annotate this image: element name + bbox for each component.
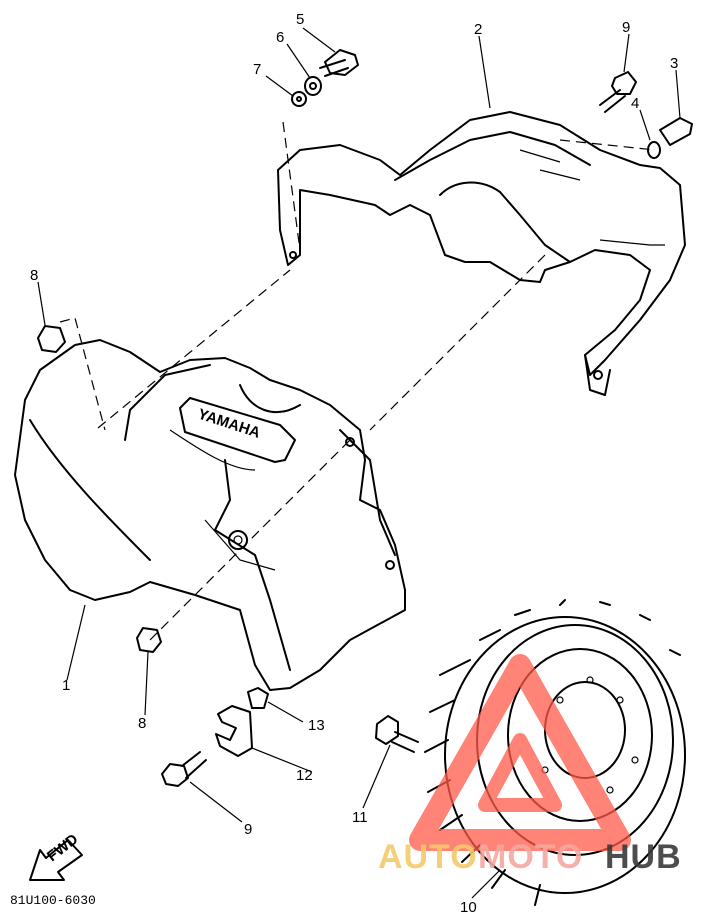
- washer-part-4: [647, 141, 661, 159]
- watermark-logo: [409, 654, 631, 851]
- bolt-part-5: [319, 49, 359, 77]
- callout-8-lower: 8: [138, 715, 146, 732]
- bolt-part-11: [375, 715, 419, 753]
- collar-part-13: [247, 687, 269, 709]
- callout-12: 12: [296, 767, 313, 784]
- callout-10: 10: [460, 899, 477, 916]
- washer-part-6: [304, 76, 322, 96]
- callout-2: 2: [474, 21, 482, 38]
- fwd-arrow: FWD: [29, 831, 83, 881]
- callout-13: 13: [308, 717, 325, 734]
- nut-part-8-left: [37, 325, 66, 353]
- bolt-part-3: [659, 117, 693, 146]
- callout-1: 1: [62, 677, 70, 694]
- bolt-part-9-top: [599, 71, 637, 113]
- assembly-lines: [59, 121, 656, 641]
- callout-9-top: 9: [622, 19, 630, 36]
- watermark-text: AUTO MOTO HUB: [378, 838, 682, 876]
- clip-part-12: [215, 705, 253, 757]
- main-shroud-part-1: YAMAHA: [14, 339, 406, 691]
- callout-7: 7: [253, 61, 261, 78]
- nut-part-8-lower: [136, 627, 162, 653]
- bolt-part-9-bottom: [161, 751, 207, 787]
- callout-11: 11: [352, 809, 368, 826]
- washer-part-7: [291, 91, 307, 107]
- callout-9-bottom: 9: [244, 821, 252, 838]
- callout-5: 5: [296, 11, 304, 28]
- callout-labels: 1 2 3 4 5 6 7 8 8 9 9 10 11 12 13: [30, 11, 678, 916]
- upper-shroud-part-2: [277, 111, 686, 396]
- watermark-text-hub: HUB: [605, 838, 682, 876]
- watermark-text-moto: MOTO: [478, 838, 583, 876]
- callout-4: 4: [631, 95, 639, 112]
- leader-lines: [37, 27, 681, 899]
- callout-3: 3: [670, 55, 678, 72]
- watermark-text-auto: AUTO: [378, 838, 478, 876]
- drawing-code: 81U100-6030: [10, 893, 96, 908]
- callout-6: 6: [276, 29, 284, 46]
- callout-8-left: 8: [30, 267, 38, 284]
